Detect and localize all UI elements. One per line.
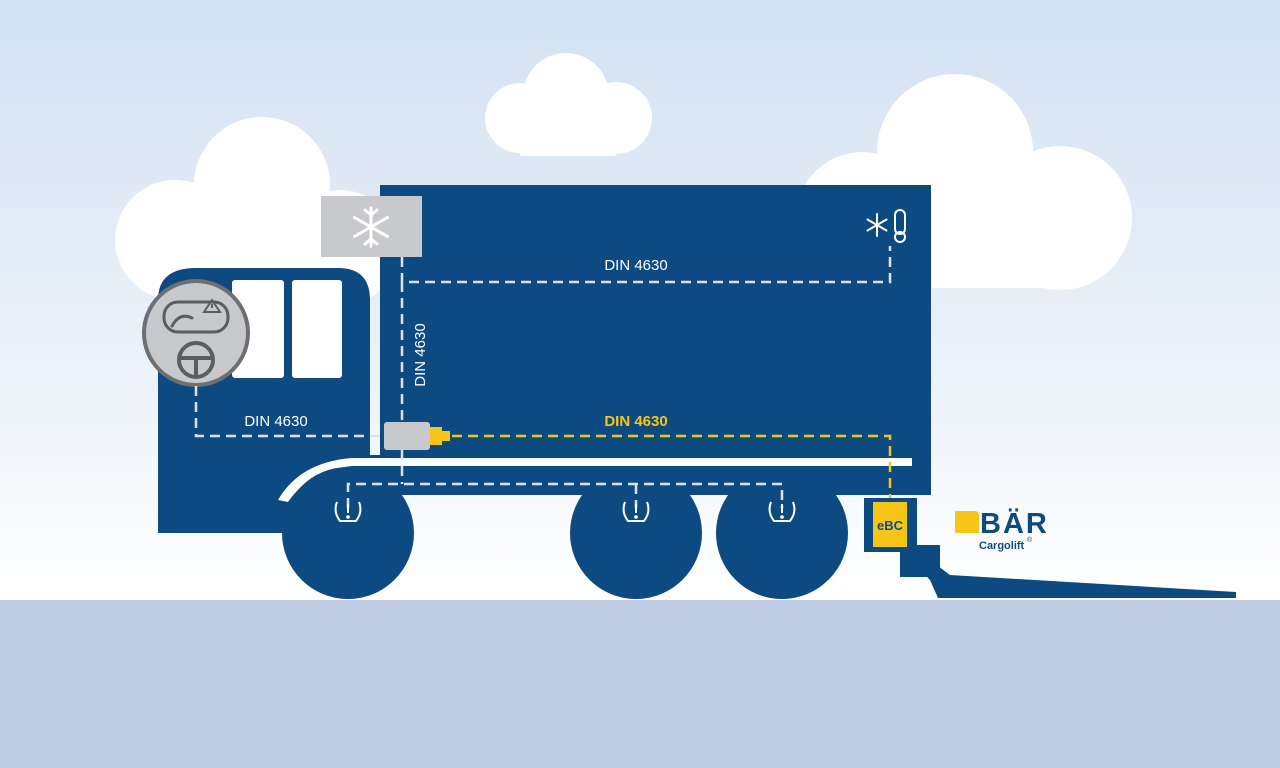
yellow-cable	[452, 434, 892, 498]
tire-sensor-icon-rear-1	[622, 501, 650, 522]
ground	[0, 600, 1280, 768]
telematics-unit	[384, 422, 430, 450]
logo-product: Cargolift	[979, 540, 1025, 552]
din-label-cab: DIN 4630	[244, 413, 307, 430]
ebc-box	[873, 502, 907, 547]
baer-cargolift-logo: BÄR Cargolift ®	[955, 507, 1049, 552]
din-label-vertical: DIN 4630	[412, 323, 429, 386]
din-label-upper: DIN 4630	[604, 257, 667, 274]
cargo-box	[380, 185, 931, 495]
yellow-connector-tip	[442, 431, 450, 441]
tire-sensor-icon-rear-2	[768, 501, 796, 522]
din-label-yellow: DIN 4630	[604, 413, 667, 430]
wheel-rear-1	[570, 467, 702, 599]
wheel-rear-2	[716, 467, 848, 599]
ebc-label: eBC	[877, 518, 904, 533]
tire-sensor-icon-front	[334, 501, 362, 522]
dashboard-icon	[142, 279, 250, 387]
cab-window-rear	[292, 280, 342, 378]
logo-registered: ®	[1027, 536, 1033, 544]
cloud-center	[485, 53, 652, 156]
logo-mark-icon	[955, 511, 979, 533]
snowflake-icon	[353, 206, 389, 248]
wheel-front	[282, 467, 414, 599]
chassis-stripe	[278, 458, 912, 502]
logo-brand: BÄR	[980, 507, 1049, 540]
temperature-sensor-icon	[866, 209, 906, 243]
tail-lift-ramp	[900, 548, 1236, 598]
yellow-connector	[430, 427, 442, 445]
din-4630-cables	[194, 246, 892, 508]
